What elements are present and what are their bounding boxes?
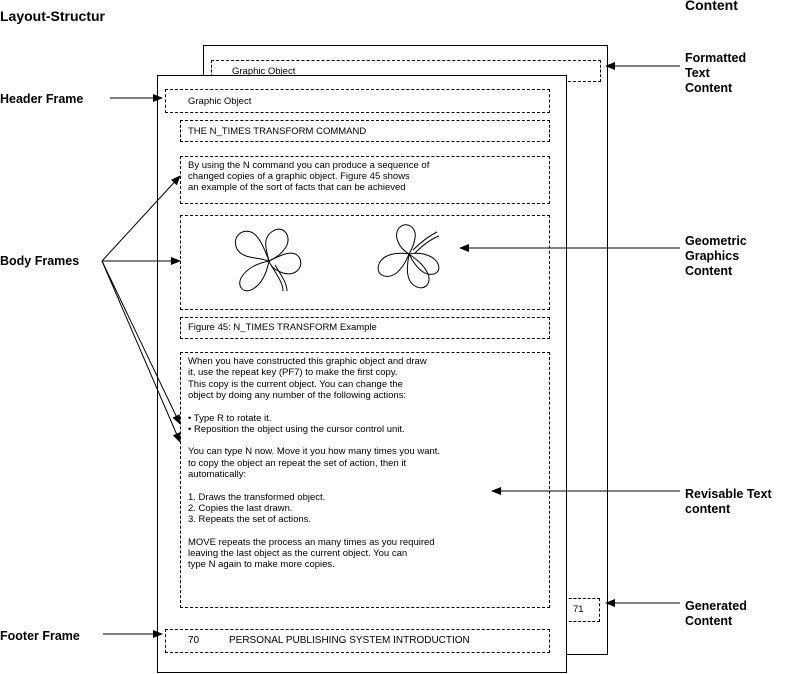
body-text-line: • Type R to rotate it.	[188, 412, 272, 424]
footer-frame-label: Footer Frame	[0, 629, 80, 643]
body-text-line: 2. Copies the last drawn.	[188, 502, 293, 514]
body-text-line: 3. Repeats the set of actions.	[188, 514, 312, 526]
body-arrow-text-1	[101, 260, 181, 425]
page-heading: THE N_TIMES TRANSFORM COMMAND	[188, 126, 367, 137]
body-text-line: When you have constructed this graphic o…	[188, 356, 427, 367]
footer-frame: 70 PERSONAL PUBLISHING SYSTEM INTRODUCTI…	[165, 629, 550, 653]
caption-frame: Figure 45: N_TIMES TRANSFORM Example	[180, 317, 550, 339]
header-frame: Graphic Object	[165, 89, 550, 113]
footer-text: PERSONAL PUBLISHING SYSTEM INTRODUCTION	[229, 635, 470, 646]
footer-page-number: 70	[188, 635, 200, 646]
clover-right	[377, 224, 440, 289]
clover-left	[235, 228, 302, 292]
header-frame-label: Header Frame	[0, 92, 84, 106]
body-text-line: You can type N now. Move it you how many…	[188, 446, 441, 458]
clover-figure	[235, 224, 440, 292]
back-page-number: 71	[573, 604, 584, 615]
figure-caption: Figure 45: N_TIMES TRANSFORM Example	[188, 322, 377, 333]
body-text-line: • Reposition the object using the cursor…	[188, 423, 405, 435]
layout-structure-title: Layout-Structur	[0, 8, 105, 24]
figure-frame	[180, 215, 550, 310]
body-text-line: MOVE repeats the process an many times a…	[188, 536, 435, 548]
body-arrow-intro	[101, 175, 181, 262]
body-text-line: object by doing any number of the follow…	[188, 389, 407, 401]
intro-line: an example of the sort of facts that can…	[188, 182, 406, 193]
intro-line: By using the N command you can produce a…	[188, 160, 430, 171]
header-text: Graphic Object	[188, 96, 252, 107]
body-frames-label: Body Frames	[0, 254, 80, 268]
body-text-frame: When you have constructed this graphic o…	[180, 352, 550, 608]
back-header-text: Graphic Object	[232, 66, 296, 77]
body-text-line: leaving the last object as the current o…	[188, 548, 408, 560]
front-page: Graphic Object THE N_TIMES TRANSFORM COM…	[157, 75, 567, 673]
body-arrow-text-2	[101, 260, 181, 443]
body-text-line: This copy is the current object. You can…	[188, 378, 403, 390]
intro-line: changed copies of a graphic object. Figu…	[188, 171, 410, 182]
content-title: Content	[685, 0, 738, 13]
body-text-line: to copy the object an repeat the set of …	[188, 457, 407, 469]
body-text-line: 1. Draws the transformed object.	[188, 491, 326, 503]
body-text-line: type N again to make more copies.	[188, 559, 335, 571]
body-text-line: automatically:	[188, 469, 247, 480]
title-frame: THE N_TIMES TRANSFORM COMMAND	[180, 120, 550, 142]
body-text-line: it, use the repeat key (PF7) to make the…	[188, 367, 398, 379]
